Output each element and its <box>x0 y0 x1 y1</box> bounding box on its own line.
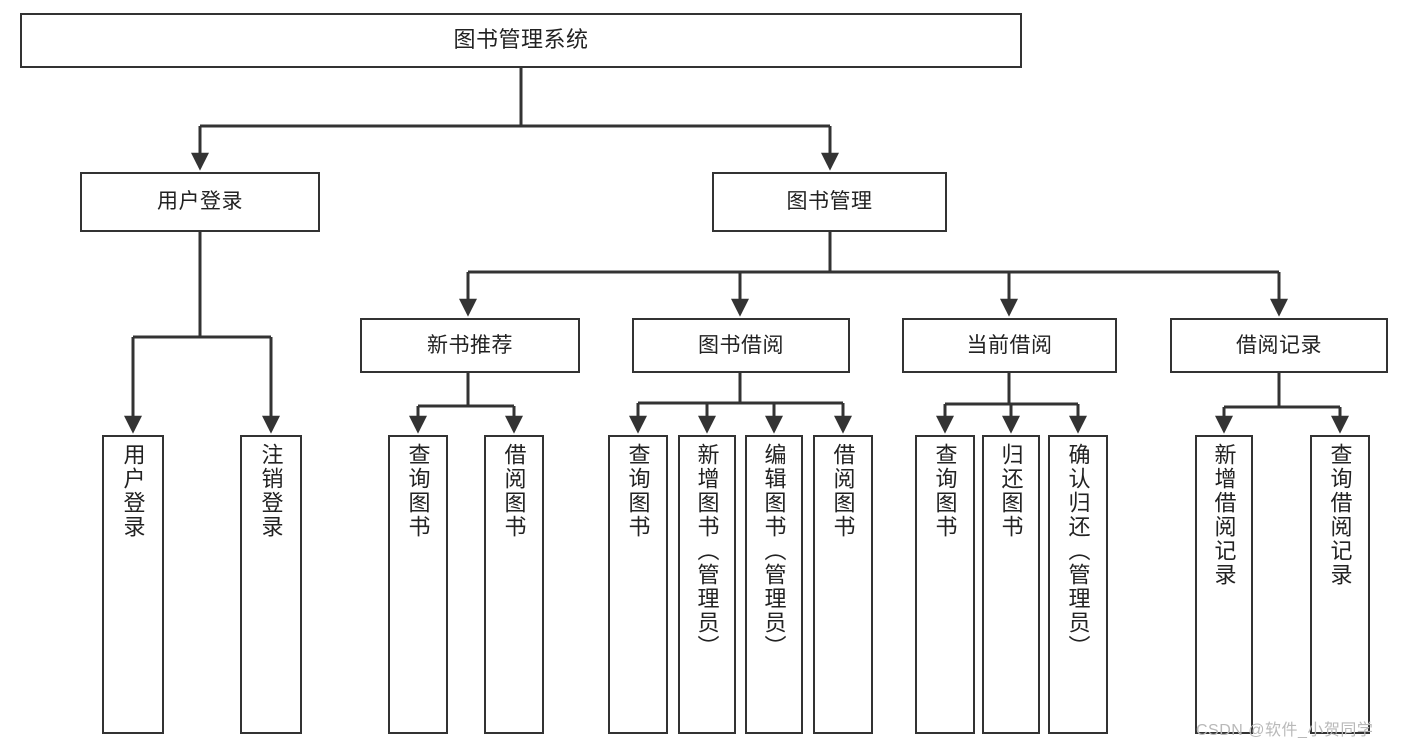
node-label: 新增图书（管理员） <box>694 443 720 659</box>
node-label: 当前借阅 <box>966 333 1053 357</box>
csdn-watermark: CSDN @软件_小贺同学 <box>1196 722 1374 739</box>
node-leaf-user-login[interactable]: 用户登录 <box>102 435 164 734</box>
node-label: 借阅图书 <box>501 443 527 539</box>
node-user-login[interactable]: 用户登录 <box>80 172 320 232</box>
node-label: 编辑图书（管理员） <box>761 443 787 659</box>
node-label: 借阅记录 <box>1236 333 1322 357</box>
node-leaf-edit-book[interactable]: 编辑图书（管理员） <box>745 435 803 734</box>
node-leaf-query-book-2[interactable]: 查询图书 <box>608 435 668 734</box>
node-leaf-add-record[interactable]: 新增借阅记录 <box>1195 435 1253 734</box>
node-leaf-user-logout[interactable]: 注销登录 <box>240 435 302 734</box>
node-label: 新增借阅记录 <box>1211 443 1237 587</box>
node-root-system[interactable]: 图书管理系统 <box>20 13 1022 68</box>
node-leaf-add-book[interactable]: 新增图书（管理员） <box>678 435 736 734</box>
node-new-book-recommend[interactable]: 新书推荐 <box>360 318 580 373</box>
node-book-borrow[interactable]: 图书借阅 <box>632 318 850 373</box>
node-leaf-borrow-book-1[interactable]: 借阅图书 <box>484 435 544 734</box>
node-label: 图书借阅 <box>698 333 784 357</box>
node-label: 新书推荐 <box>427 333 513 357</box>
node-label: 图书管理系统 <box>453 27 589 53</box>
node-label: 图书管理 <box>786 190 873 214</box>
node-borrow-record[interactable]: 借阅记录 <box>1170 318 1388 373</box>
node-current-borrow[interactable]: 当前借阅 <box>902 318 1117 373</box>
node-leaf-return-book[interactable]: 归还图书 <box>982 435 1040 734</box>
node-label: 用户登录 <box>120 443 146 539</box>
node-label: 确认归还（管理员） <box>1065 443 1091 659</box>
node-leaf-confirm-return[interactable]: 确认归还（管理员） <box>1048 435 1108 734</box>
node-label: 查询借阅记录 <box>1327 443 1353 587</box>
node-label: 归还图书 <box>998 443 1024 539</box>
node-label: 查询图书 <box>932 443 958 539</box>
node-leaf-query-book-3[interactable]: 查询图书 <box>915 435 975 734</box>
node-label: 用户登录 <box>157 190 243 214</box>
node-label: 借阅图书 <box>830 443 856 539</box>
node-label: 查询图书 <box>625 443 651 539</box>
node-book-manage[interactable]: 图书管理 <box>712 172 947 232</box>
node-leaf-query-book-1[interactable]: 查询图书 <box>388 435 448 734</box>
node-leaf-query-record[interactable]: 查询借阅记录 <box>1310 435 1370 734</box>
node-label: 注销登录 <box>258 443 284 539</box>
node-leaf-borrow-book-2[interactable]: 借阅图书 <box>813 435 873 734</box>
node-label: 查询图书 <box>405 443 431 539</box>
